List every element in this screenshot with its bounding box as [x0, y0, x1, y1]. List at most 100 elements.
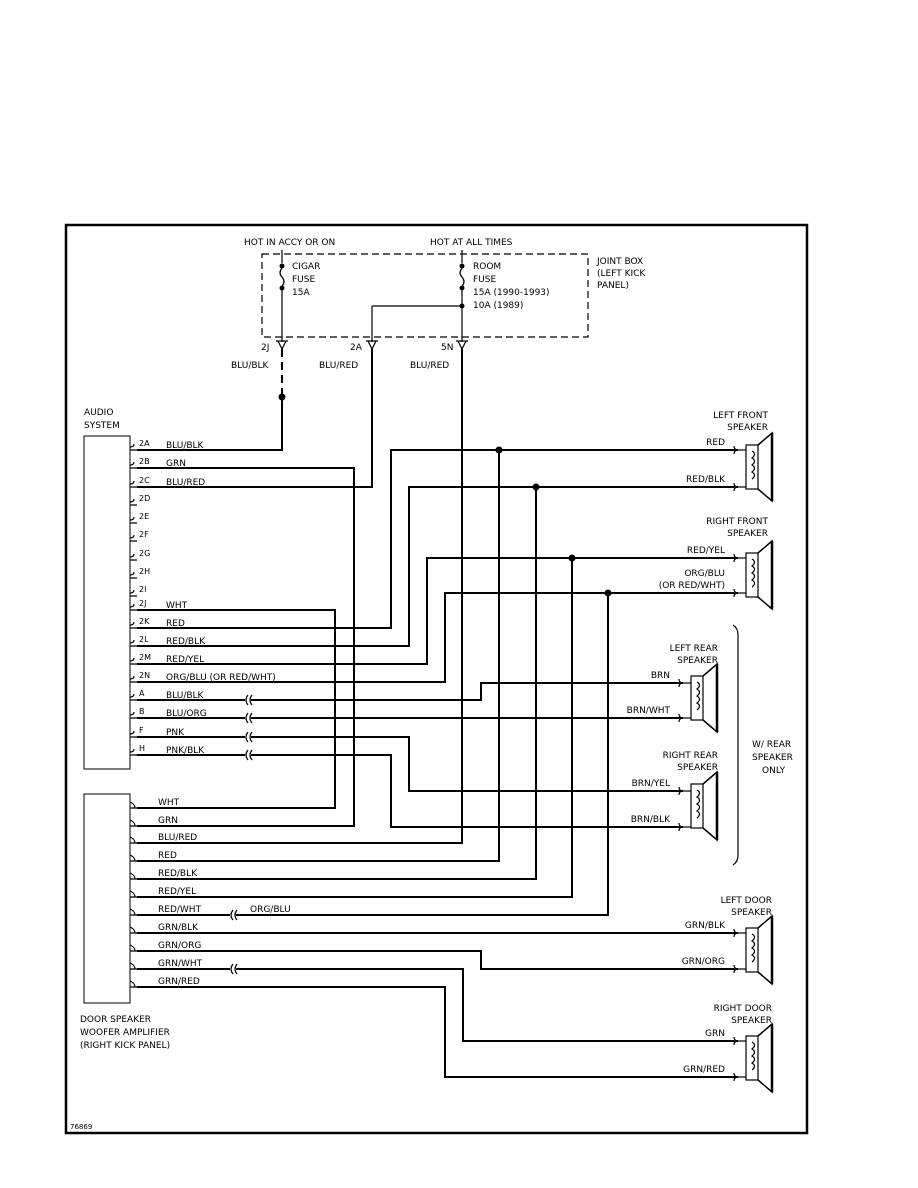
svg-text:H: H — [139, 744, 145, 753]
svg-text:BLU/BLK: BLU/BLK — [166, 691, 205, 701]
svg-text:F: F — [139, 726, 144, 735]
amplifier-label: DOOR SPEAKER WOOFER AMPLIFIER (RIGHT KIC… — [80, 1015, 170, 1051]
svg-text:2F: 2F — [139, 530, 149, 539]
svg-text:CIGAR: CIGAR — [292, 262, 320, 272]
svg-text:2E: 2E — [139, 512, 149, 521]
svg-text:RED/YEL: RED/YEL — [158, 887, 196, 897]
svg-text:2D: 2D — [139, 494, 150, 503]
svg-text:RED/YEL: RED/YEL — [687, 546, 725, 556]
amp-pin: RED/BLK — [129, 869, 198, 880]
audio-pin: 2A BLU/BLK — [129, 439, 205, 451]
amp-pin: GRN/BLK — [129, 923, 199, 934]
figure-id: 76869 — [70, 1123, 92, 1131]
svg-text:2A: 2A — [139, 439, 150, 448]
svg-text:GRN/BLK: GRN/BLK — [685, 921, 726, 931]
svg-text:BRN: BRN — [651, 671, 670, 681]
amp-orgblu-label: ORG/BLU — [250, 905, 291, 915]
svg-text:LEFT FRONT: LEFT FRONT — [713, 411, 768, 421]
svg-text:BLU/RED: BLU/RED — [319, 361, 358, 371]
svg-text:W/ REAR: W/ REAR — [752, 740, 791, 750]
audio-system-box — [83, 435, 131, 770]
svg-text:JOINT BOX: JOINT BOX — [596, 257, 643, 267]
svg-text:2K: 2K — [139, 617, 150, 626]
audio-pin: 2K RED — [129, 617, 185, 629]
svg-text:PANEL): PANEL) — [597, 281, 629, 291]
audio-pin: 2G — [129, 549, 150, 561]
svg-text:GRN/RED: GRN/RED — [158, 977, 200, 987]
svg-text:GRN: GRN — [158, 816, 178, 826]
amp-pin: RED/YEL — [129, 887, 196, 898]
svg-text:2M: 2M — [139, 653, 151, 662]
audio-pin: 2H — [129, 567, 150, 579]
svg-text:RIGHT REAR: RIGHT REAR — [663, 751, 718, 761]
svg-text:BLU/ORG: BLU/ORG — [166, 709, 207, 719]
svg-text:WHT: WHT — [158, 798, 180, 808]
svg-text:2J: 2J — [261, 343, 269, 353]
svg-text:RED: RED — [166, 619, 185, 629]
cigar-fuse-label: CIGAR FUSE 15A — [292, 262, 320, 298]
svg-text:GRN: GRN — [166, 459, 186, 469]
svg-text:BLU/RED: BLU/RED — [410, 361, 449, 371]
svg-text:A: A — [139, 689, 145, 698]
svg-text:RED/WHT: RED/WHT — [158, 905, 202, 915]
svg-text:B: B — [139, 707, 145, 716]
amp-pin: GRN/ORG — [129, 941, 201, 952]
svg-text:ORG/BLU: ORG/BLU — [684, 569, 725, 579]
svg-text:SPEAKER: SPEAKER — [752, 753, 793, 763]
svg-text:10A (1989): 10A (1989) — [473, 301, 523, 311]
cigar-fuse — [279, 250, 285, 342]
audio-pin: H PNK/BLK — [129, 744, 205, 756]
svg-text:ONLY: ONLY — [762, 766, 786, 776]
svg-text:WOOFER AMPLIFIER: WOOFER AMPLIFIER — [80, 1028, 170, 1038]
amp-pin: GRN — [129, 816, 178, 827]
joint-box-outline — [261, 253, 589, 338]
svg-text:BRN/BLK: BRN/BLK — [631, 815, 671, 825]
svg-text:ROOM: ROOM — [473, 262, 501, 272]
audio-pin: 2E — [129, 512, 149, 524]
svg-text:PNK/BLK: PNK/BLK — [166, 746, 205, 756]
svg-text:15A (1990-1993): 15A (1990-1993) — [473, 288, 550, 298]
svg-text:FUSE: FUSE — [292, 275, 315, 285]
svg-text:SPEAKER: SPEAKER — [677, 656, 718, 666]
svg-text:2L: 2L — [139, 635, 149, 644]
svg-text:SYSTEM: SYSTEM — [84, 421, 120, 431]
amp-pin: GRN/WHT — [129, 959, 203, 970]
svg-text:RED/YEL: RED/YEL — [166, 655, 204, 665]
svg-text:2A: 2A — [350, 343, 363, 353]
svg-text:BLU/RED: BLU/RED — [158, 833, 197, 843]
svg-text:FUSE: FUSE — [473, 275, 496, 285]
svg-text:RIGHT DOOR: RIGHT DOOR — [714, 1004, 772, 1014]
svg-text:WHT: WHT — [166, 601, 188, 611]
svg-text:2G: 2G — [139, 549, 150, 558]
hot-always-label: HOT AT ALL TIMES — [430, 238, 513, 248]
audio-pin: 2I — [129, 585, 146, 597]
audio-pin: 2F — [129, 530, 149, 542]
svg-text:SPEAKER: SPEAKER — [731, 908, 772, 918]
svg-text:(LEFT KICK: (LEFT KICK — [597, 269, 646, 279]
svg-text:RED/BLK: RED/BLK — [158, 869, 198, 879]
audio-system-label: AUDIO SYSTEM — [84, 408, 120, 431]
svg-text:15A: 15A — [292, 288, 310, 298]
joint-box-label: JOINT BOX (LEFT KICK PANEL) — [596, 257, 646, 291]
rear-speaker-note: W/ REAR SPEAKER ONLY — [752, 740, 793, 776]
svg-text:GRN/BLK: GRN/BLK — [158, 923, 199, 933]
svg-text:2N: 2N — [139, 671, 150, 680]
svg-text:SPEAKER: SPEAKER — [731, 1016, 772, 1026]
svg-text:GRN/ORG: GRN/ORG — [158, 941, 201, 951]
amp-pin: BLU/RED — [129, 833, 197, 844]
svg-text:GRN/ORG: GRN/ORG — [682, 957, 725, 967]
svg-text:ORG/BLU (OR RED/WHT): ORG/BLU (OR RED/WHT) — [166, 673, 276, 683]
audio-pin: B BLU/ORG — [129, 707, 207, 719]
diagram-frame — [64, 223, 809, 1135]
svg-text:BLU/BLK: BLU/BLK — [166, 441, 205, 451]
svg-text:LEFT REAR: LEFT REAR — [670, 644, 718, 654]
